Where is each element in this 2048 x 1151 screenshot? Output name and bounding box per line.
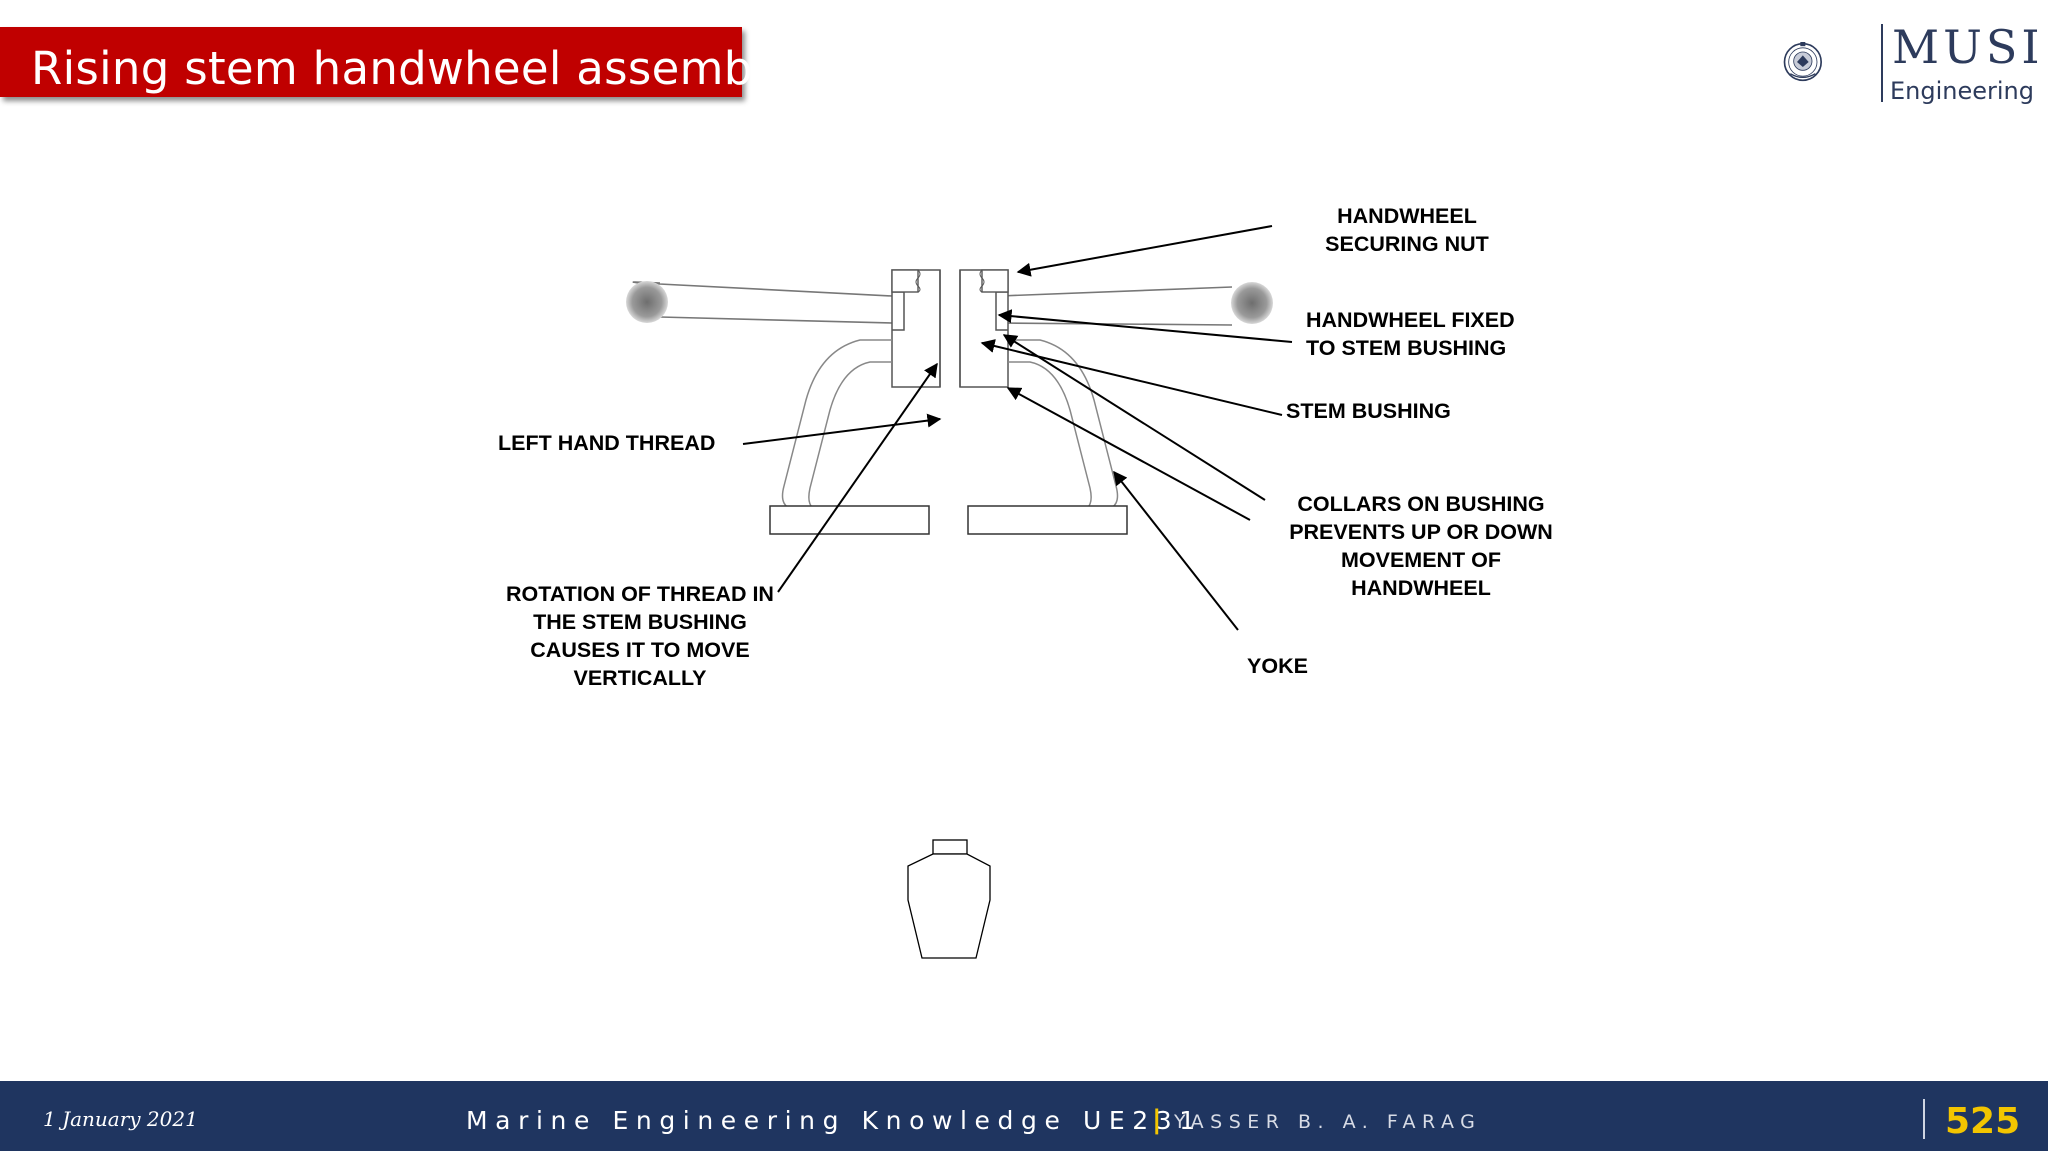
footer-date: 1 January 2021 bbox=[43, 1107, 198, 1131]
label-stem-bushing: STEM BUSHING bbox=[1286, 399, 1451, 423]
label-left-hand-thread: LEFT HAND THREAD bbox=[498, 431, 716, 455]
yoke-arm-right bbox=[1008, 339, 1119, 511]
label-yoke: YOKE bbox=[1247, 654, 1308, 678]
arrow-securing-nut bbox=[1016, 225, 1273, 277]
arrow-collars-lower bbox=[1006, 387, 1251, 521]
thread-left bbox=[915, 269, 921, 293]
arrow-yoke bbox=[1113, 470, 1239, 631]
handwheel-right-knob bbox=[1231, 282, 1273, 324]
handwheel-diagram bbox=[626, 225, 1293, 959]
footer-separator: | bbox=[1152, 1105, 1162, 1135]
slide-title: Rising stem handwheel assembly bbox=[31, 42, 793, 95]
label-rotation: ROTATION OF THREAD IN THE STEM BUSHING C… bbox=[506, 582, 774, 690]
label-fixed-to-bushing: HANDWHEEL FIXED TO STEM BUSHING bbox=[1306, 308, 1515, 360]
handwheel-left-knob bbox=[626, 281, 668, 323]
arrow-fixed-to-bushing bbox=[997, 309, 1293, 343]
handwheel-left-spoke bbox=[632, 281, 893, 324]
handwheel-right-spoke bbox=[999, 286, 1233, 326]
arrow-stem-bushing bbox=[980, 339, 1283, 416]
title-banner bbox=[0, 27, 742, 97]
logo-name: MUSI bbox=[1892, 20, 2044, 74]
yoke-foot-right bbox=[967, 505, 1128, 535]
callout-arrows bbox=[742, 225, 1293, 631]
university-seal-icon bbox=[1783, 42, 1822, 82]
valve-body-outline bbox=[907, 839, 991, 959]
label-securing-nut: HANDWHEEL SECURING NUT bbox=[1325, 204, 1489, 256]
logo-subtitle: Engineering bbox=[1890, 77, 2034, 105]
arrow-left-hand-thread bbox=[742, 413, 942, 445]
page-number: 525 bbox=[1945, 1101, 2021, 1142]
footer-bar bbox=[0, 1081, 2048, 1151]
arrow-collars-upper bbox=[1002, 334, 1266, 501]
label-collars: COLLARS ON BUSHING PREVENTS UP OR DOWN M… bbox=[1289, 492, 1553, 600]
logo-divider bbox=[1881, 24, 1883, 102]
page-number-divider bbox=[1923, 1099, 1925, 1139]
yoke-foot-left bbox=[769, 505, 930, 535]
footer-author: YASSER B. A. FARAG bbox=[1174, 1111, 1482, 1133]
arrow-rotation bbox=[777, 362, 938, 593]
thread-right bbox=[979, 269, 985, 293]
footer-course: Marine Engineering Knowledge UE231 bbox=[466, 1106, 1203, 1135]
securing-nut-left bbox=[891, 269, 919, 293]
yoke-arm-left bbox=[781, 339, 892, 511]
securing-nut-right bbox=[981, 269, 1009, 293]
